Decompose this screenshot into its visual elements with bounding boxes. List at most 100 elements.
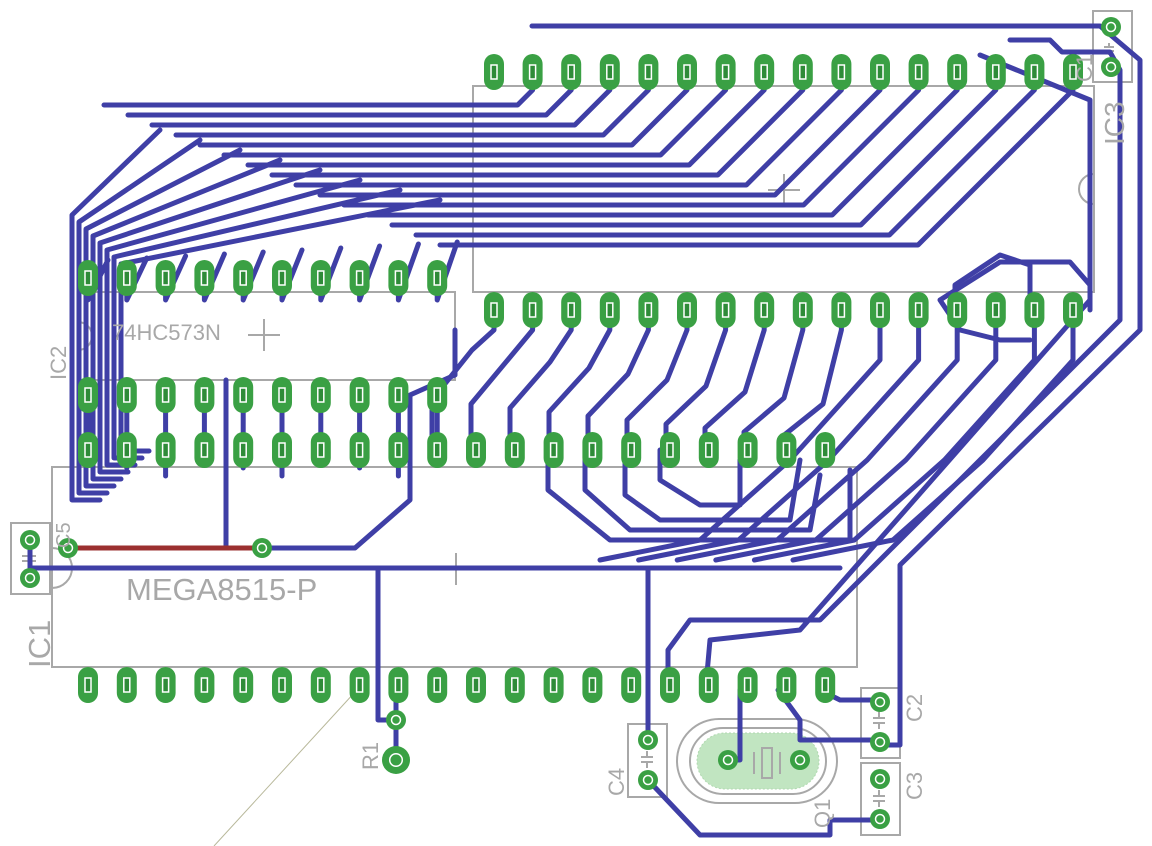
ic2-name-label: IC2 bbox=[46, 346, 71, 380]
q1-outline bbox=[676, 718, 838, 804]
ic3-pad-top-2 bbox=[522, 54, 543, 90]
trace-ic3-right-14 bbox=[751, 307, 1037, 563]
ic2-pad-bottom-2 bbox=[116, 377, 137, 413]
ic1-pad-top-10 bbox=[427, 432, 448, 468]
ic2-pad-bottom-9 bbox=[388, 377, 409, 413]
ic1-pad-top-4 bbox=[194, 432, 215, 468]
r1-pad-1 bbox=[386, 710, 406, 730]
ic2-pad-top-3 bbox=[155, 260, 176, 296]
ic1-pad-top-2 bbox=[116, 432, 137, 468]
trace-ic3-right-13 bbox=[713, 307, 999, 563]
trace-nested-4 bbox=[657, 447, 743, 508]
ic1-pad-bottom-13 bbox=[543, 667, 564, 703]
ic3-pad-bottom-1 bbox=[484, 292, 504, 328]
ic2-pad-top-8 bbox=[349, 260, 370, 296]
ic2-pad-top-2 bbox=[116, 260, 137, 296]
ic2-pad-bottom-4 bbox=[194, 377, 215, 413]
ic1-pad-bottom-14 bbox=[582, 667, 603, 703]
c1-pad-2 bbox=[1101, 57, 1121, 77]
trace-outer-right bbox=[529, 23, 1143, 748]
ic1-pad-top-13 bbox=[543, 432, 564, 468]
ic3-pad-top-11 bbox=[870, 54, 890, 90]
ic2-pad-top-10 bbox=[427, 260, 448, 296]
c2-pad-2 bbox=[870, 732, 890, 752]
ic1-pad-bottom-7 bbox=[310, 667, 331, 703]
trace-nested-2 bbox=[582, 447, 823, 533]
trace-loop-b bbox=[937, 259, 1093, 343]
ic1-pad-bottom-10 bbox=[427, 667, 448, 703]
ic1-pad-top-12 bbox=[504, 432, 525, 468]
c1-box bbox=[1092, 10, 1133, 83]
c5-box bbox=[10, 522, 51, 595]
q1-pad-1 bbox=[718, 750, 738, 770]
c5-pad-2 bbox=[20, 568, 40, 588]
ic3-pad-top-5 bbox=[638, 54, 659, 90]
ic1-pad-top-20 bbox=[815, 432, 836, 468]
ic2-pad-bottom-7 bbox=[310, 377, 331, 413]
ic3-pad-bottom-16 bbox=[1063, 292, 1083, 328]
ic1-value-label: MEGA8515-P bbox=[126, 572, 317, 607]
pads-layer bbox=[20, 17, 1121, 829]
ic1-pad-top-7 bbox=[310, 432, 331, 468]
trace-ic3-right-12 bbox=[674, 307, 960, 563]
c5-pad-1 bbox=[20, 530, 40, 550]
ic3-pad-top-10 bbox=[831, 54, 852, 90]
c4-pad-1 bbox=[638, 730, 658, 750]
ic3-pad-bottom-9 bbox=[792, 292, 813, 328]
trace-outer-right-3 bbox=[703, 52, 1093, 688]
ic1-pad-top-19 bbox=[776, 432, 797, 468]
ic3-pad-top-14 bbox=[985, 54, 1006, 90]
c1-pad-1 bbox=[1101, 17, 1121, 37]
ic3-pad-bottom-2 bbox=[522, 292, 543, 328]
c2-label: C2 bbox=[902, 694, 927, 722]
ic2-pad-bottom-5 bbox=[233, 377, 254, 413]
c1-label: C1 bbox=[1072, 54, 1097, 82]
ic3-pad-bottom-3 bbox=[561, 292, 582, 328]
ic1-pad-top-5 bbox=[233, 432, 254, 468]
trace-left-fan-4 bbox=[97, 167, 323, 475]
ic2-pad-top-6 bbox=[272, 260, 292, 296]
ic1-pad-bottom-1 bbox=[78, 667, 98, 703]
ic3-pad-bottom-15 bbox=[1024, 292, 1045, 328]
c3-pad-1 bbox=[870, 769, 890, 789]
ic2-pad-top-4 bbox=[194, 260, 215, 296]
ic1-pad-top-16 bbox=[660, 432, 680, 468]
crystal-q1 bbox=[696, 732, 820, 790]
trace-nested-1 bbox=[545, 447, 853, 543]
ic3-pad-top-13 bbox=[947, 54, 968, 90]
ic2-pad-top-5 bbox=[233, 260, 254, 296]
ic1-pad-top-6 bbox=[272, 432, 292, 468]
ic3-pad-top-7 bbox=[715, 54, 736, 90]
ic1-pad-bottom-15 bbox=[621, 667, 642, 703]
c3-label: C3 bbox=[902, 772, 927, 800]
ic1-pad-top-14 bbox=[582, 432, 603, 468]
ic2-pad-bottom-8 bbox=[349, 377, 370, 413]
ic3-pad-top-12 bbox=[908, 54, 929, 90]
ic1-pad-top-9 bbox=[388, 432, 409, 468]
ic1-pad-bottom-4 bbox=[194, 667, 215, 703]
ic3-pad-top-9 bbox=[792, 54, 813, 90]
c4-pad-2 bbox=[638, 770, 658, 790]
ic1-pad-bottom-11 bbox=[466, 667, 486, 703]
ic2-pad-top-7 bbox=[310, 260, 331, 296]
ic2-pad-bottom-1 bbox=[78, 377, 98, 413]
ic1-pad-bottom-3 bbox=[155, 667, 176, 703]
ic3-pad-top-4 bbox=[599, 54, 620, 90]
ic3-pad-bottom-10 bbox=[831, 292, 852, 328]
ic2-pad-top-9 bbox=[388, 260, 409, 296]
trace-left-fan-0 bbox=[69, 127, 163, 503]
ic1-pad-bottom-12 bbox=[504, 667, 525, 703]
ic1-pad-bottom-20 bbox=[815, 667, 836, 703]
trace-rail-vcc bbox=[259, 327, 458, 551]
ic1-pad-top-1 bbox=[78, 432, 98, 468]
ic2-pad-bottom-3 bbox=[155, 377, 176, 413]
c5-pad-4 bbox=[252, 538, 272, 558]
ic3-pad-bottom-14 bbox=[985, 292, 1006, 328]
ic1-pad-bottom-9 bbox=[388, 667, 409, 703]
c3-box bbox=[860, 762, 901, 836]
trace-nested-3 bbox=[622, 447, 803, 523]
ic1-pad-top-11 bbox=[466, 432, 486, 468]
ic1-name-label: IC1 bbox=[22, 620, 57, 668]
ic2-value-label: 74HC573N bbox=[112, 320, 221, 345]
trace-left-fan-3 bbox=[90, 157, 283, 482]
